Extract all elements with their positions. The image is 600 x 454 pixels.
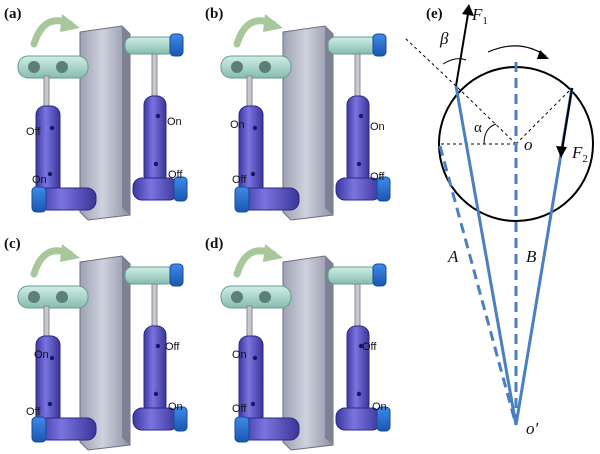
rotation-arrowhead (537, 50, 549, 59)
line-a-label: A (447, 247, 459, 266)
panel-d: (d) On Off Off On (205, 236, 390, 450)
state-label: On (372, 401, 387, 413)
state-label: Off (370, 171, 385, 183)
force1-arrowhead (462, 4, 474, 16)
panel-b: (b) On Off On Off (205, 6, 390, 220)
state-label: On (232, 349, 247, 361)
mechanism-b (221, 14, 390, 220)
panel-d-label: (d) (205, 236, 223, 252)
panel-e-label: (e) (426, 6, 443, 22)
panel-a: (a) Off On On Off (4, 6, 187, 220)
force2-label: F2 (571, 143, 588, 165)
panel-a-label: (a) (4, 6, 22, 22)
state-label: Off (232, 403, 247, 415)
force2-arrowhead (556, 146, 567, 158)
state-label: Off (168, 169, 183, 181)
mechanism-a (18, 14, 187, 220)
state-label: Off (232, 174, 247, 186)
state-label: On (230, 119, 245, 131)
alpha-label: α (474, 120, 482, 136)
state-label: On (34, 349, 49, 361)
center-label: o (524, 135, 533, 154)
force1-vector (455, 13, 469, 87)
panel-e: (e) β α o F1 F2 A B o′ (404, 4, 594, 438)
radius-left (455, 85, 517, 145)
panel-c: (c) On Off Off On (4, 236, 187, 450)
radius-right (515, 87, 573, 145)
state-label: On (32, 174, 47, 186)
beta-arc (442, 58, 467, 65)
line-b-label: B (526, 247, 537, 266)
pivot-label: o′ (526, 419, 539, 438)
line-a-dashed (438, 145, 518, 426)
state-label: On (167, 116, 182, 128)
panel-c-label: (c) (4, 236, 21, 252)
alpha-arc (483, 123, 497, 145)
force2-vector (561, 87, 573, 151)
state-label: On (168, 401, 183, 413)
beta-label: β (439, 29, 449, 48)
mechanism-c (18, 244, 187, 450)
state-label: Off (362, 341, 377, 353)
panel-b-label: (b) (205, 6, 223, 22)
line-a (454, 85, 518, 426)
rotation-arrow (487, 45, 547, 57)
state-label: Off (26, 406, 41, 418)
state-label: On (370, 121, 385, 133)
state-label: Off (165, 341, 180, 353)
force1-label: F1 (471, 5, 488, 27)
state-label: Off (26, 126, 41, 138)
